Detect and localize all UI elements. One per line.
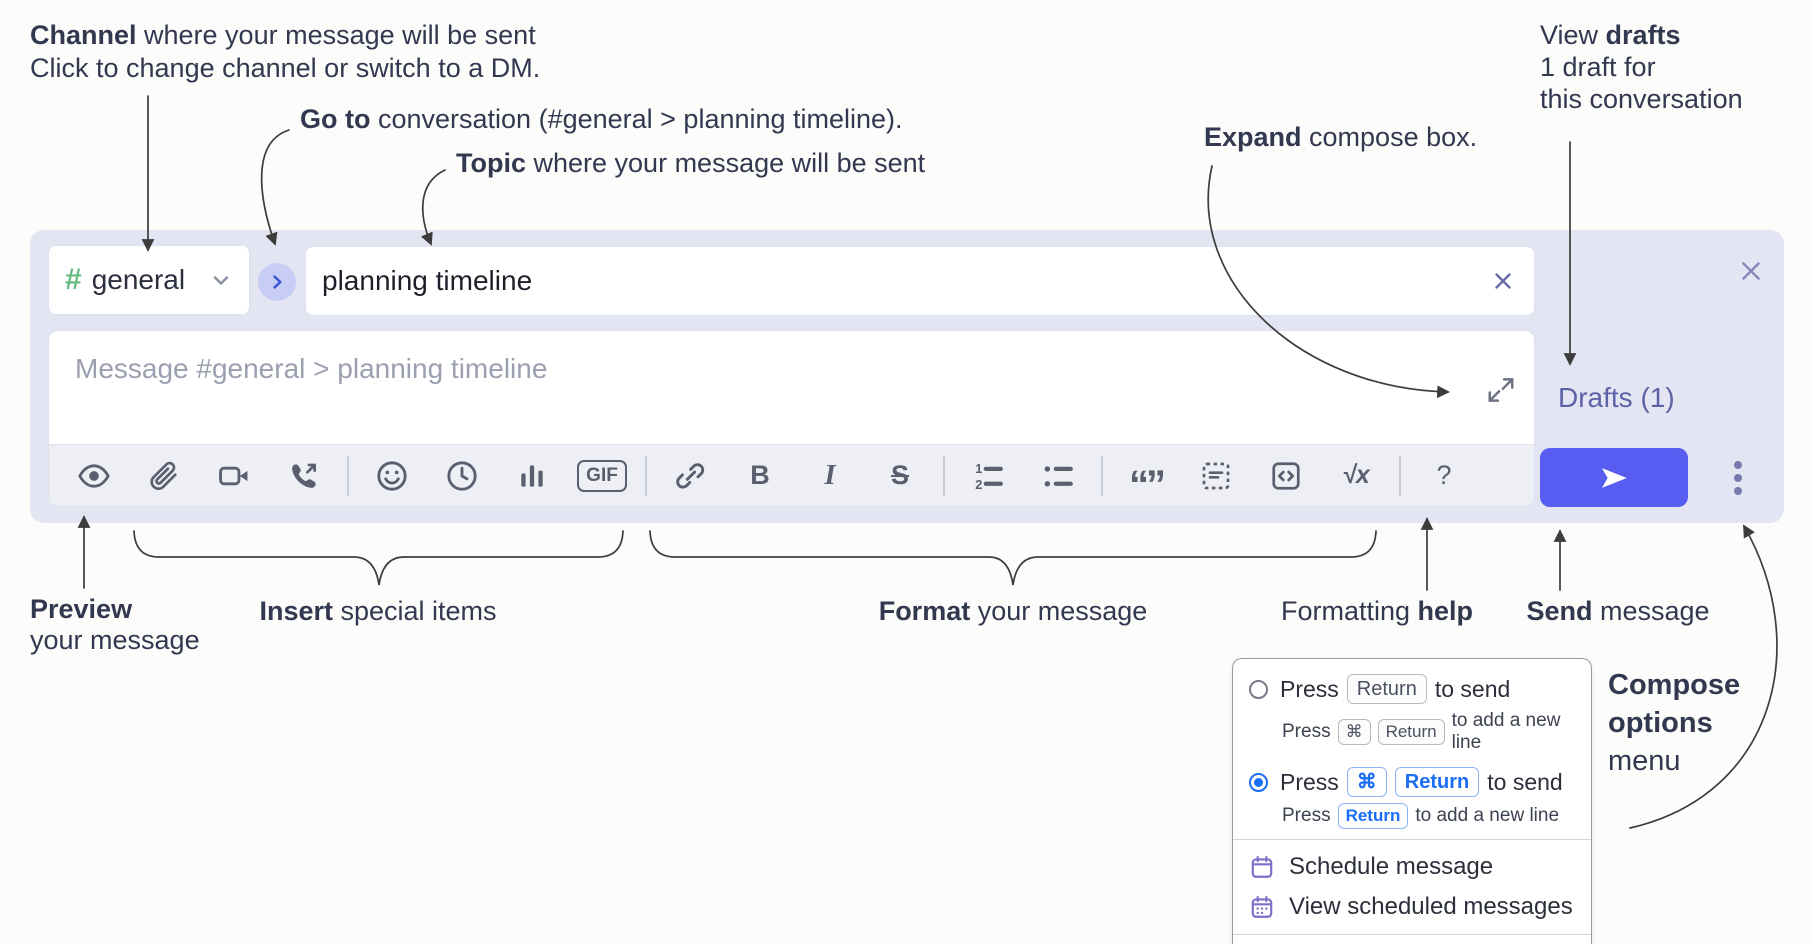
topic-input[interactable]: planning timeline <box>305 246 1535 316</box>
goto-arrow <box>260 129 290 246</box>
preview-callout: Preview your message <box>30 594 200 655</box>
option-return-to-send[interactable]: Press Return to send <box>1233 671 1591 707</box>
close-compose-icon[interactable] <box>1738 258 1764 284</box>
view-drafts-line2: 1 draft for <box>1540 52 1656 82</box>
calendar-dots-icon <box>1251 895 1273 918</box>
radio-unselected[interactable] <box>1249 679 1268 699</box>
formula-icon[interactable]: √x <box>1342 461 1370 489</box>
expand-callout: Expand compose box. <box>1204 122 1477 153</box>
goto-callout-bold: Go to <box>300 104 371 134</box>
svg-text:2: 2 <box>975 476 982 491</box>
chevron-down-icon <box>213 276 229 285</box>
goto-conversation-button[interactable] <box>258 263 296 301</box>
send-plane-icon <box>1601 467 1627 488</box>
chevron-right-icon <box>273 275 282 289</box>
italic-icon[interactable]: I <box>824 459 836 491</box>
toolbar-separator <box>1101 455 1103 496</box>
topic-value: planning timeline <box>322 265 533 296</box>
channel-hash-icon: # <box>65 263 82 296</box>
topic-callout-bold: Topic <box>456 148 526 178</box>
expand-callout-bold: Expand <box>1204 122 1302 152</box>
view-drafts-pre: View <box>1540 20 1606 50</box>
channel-name: general <box>91 264 186 295</box>
option-return-sub: Press ⌘ Return to add a new line <box>1282 710 1561 753</box>
call-phone-icon[interactable] <box>281 453 327 499</box>
return-keycap: Return <box>1346 674 1427 704</box>
message-field[interactable]: Message #general > planning timeline <box>48 330 1535 507</box>
cmd-keycap: ⌘ <box>1337 719 1371 745</box>
expand-compose-icon[interactable] <box>1486 375 1516 405</box>
menu-divider <box>1233 839 1591 840</box>
clear-topic-icon[interactable] <box>1490 268 1516 294</box>
attach-paperclip-icon[interactable] <box>141 453 187 499</box>
cmd-keycap: ⌘ <box>1346 767 1387 797</box>
gif-label: GIF <box>577 459 627 492</box>
calendar-icon <box>1251 855 1273 878</box>
compose-options-callout: Compose options menu <box>1608 669 1741 777</box>
goto-callout-rest: conversation (#general > planning timeli… <box>370 104 903 134</box>
schedule-message-item[interactable]: Schedule message <box>1233 847 1591 887</box>
compose-options-menu: Press Return to send Press ⌘ Return to a… <box>1232 658 1592 944</box>
channel-callout-rest: where your message will be sent <box>136 20 536 50</box>
compose-options-button[interactable] <box>1718 448 1758 507</box>
preview-eye-icon[interactable] <box>71 453 117 499</box>
toolbar-separator <box>943 455 945 496</box>
topic-callout: Topic where your message will be sent <box>456 148 925 179</box>
clock-icon[interactable] <box>439 453 485 499</box>
view-drafts-line3: this conversation <box>1540 84 1743 114</box>
insert-callout: Insert special items <box>259 596 497 626</box>
send-callout: Send message <box>1526 596 1710 626</box>
bold-icon[interactable]: B <box>750 460 770 490</box>
toolbar-separator <box>347 455 349 496</box>
formatting-help-icon[interactable]: ? <box>1436 460 1452 490</box>
emoji-smiley-icon[interactable] <box>369 453 415 499</box>
blockquote-icon[interactable]: “” <box>1129 462 1166 507</box>
toolbar-separator <box>645 455 647 496</box>
goto-callout: Go to conversation (#general > planning … <box>300 104 903 135</box>
topic-callout-rest: where your message will be sent <box>526 148 926 178</box>
drafts-link[interactable]: Drafts (1) <box>1558 382 1675 413</box>
return-keycap: Return <box>1377 719 1445 745</box>
strikethrough-icon[interactable]: S <box>890 460 909 490</box>
gif-icon[interactable]: GIF <box>577 453 627 499</box>
view-drafts-callout: View drafts <box>1540 20 1681 51</box>
message-placeholder: Message #general > planning timeline <box>75 353 548 384</box>
view-scheduled-messages-item[interactable]: View scheduled messages <box>1233 887 1591 927</box>
insert-brace <box>133 530 624 586</box>
format-brace <box>649 530 1377 586</box>
view-drafts-bold: drafts <box>1605 20 1681 50</box>
code-icon[interactable] <box>1263 453 1309 499</box>
return-keycap: Return <box>1394 767 1480 797</box>
svg-text:1: 1 <box>975 461 982 476</box>
formatting-help-callout: Formatting help <box>1280 596 1474 626</box>
format-callout: Format your message <box>878 596 1148 626</box>
option-cmd-return-to-send[interactable]: Press ⌘ Return to send <box>1233 764 1591 800</box>
channel-selector[interactable]: # general <box>48 245 250 315</box>
radio-selected[interactable] <box>1249 772 1268 792</box>
menu-divider <box>1233 934 1591 935</box>
compose-box: # general planning timeline Message #gen… <box>30 230 1784 523</box>
send-button[interactable] <box>1540 448 1688 507</box>
bulleted-list-icon[interactable] <box>1035 453 1081 499</box>
expand-callout-rest: compose box. <box>1301 122 1478 152</box>
return-keycap: Return <box>1337 803 1409 829</box>
channel-callout-sub: Click to change channel or switch to a D… <box>30 53 541 83</box>
option-cmd-return-sub: Press Return to add a new line <box>1282 803 1591 829</box>
code-block-icon[interactable] <box>1193 453 1239 499</box>
channel-callout-bold: Channel <box>30 20 137 50</box>
channel-callout: Channel where your message will be sent <box>30 20 536 51</box>
poll-bar-chart-icon[interactable] <box>509 453 555 499</box>
video-camera-icon[interactable] <box>211 453 257 499</box>
link-icon[interactable] <box>667 453 713 499</box>
toolbar-separator <box>1399 455 1401 496</box>
